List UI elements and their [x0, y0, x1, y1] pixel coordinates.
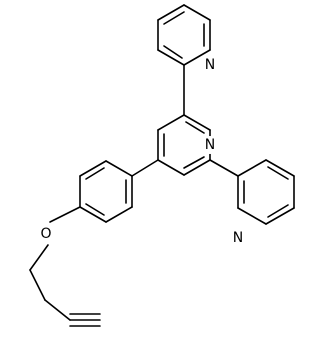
bond [29, 269, 46, 301]
bond [163, 45, 183, 59]
nitrogen-label: N [205, 57, 215, 73]
label-background [201, 56, 219, 74]
atom-o-ether: O [37, 225, 55, 243]
bond [183, 159, 211, 176]
bond [157, 49, 185, 66]
bond [44, 299, 71, 321]
bond [157, 4, 185, 21]
top-pyridine-ring [157, 4, 211, 66]
bond [265, 207, 295, 225]
bond [85, 203, 105, 216]
bond [185, 121, 205, 134]
alkyne-triple-bond [44, 299, 101, 327]
bond [267, 204, 289, 218]
bond [131, 159, 159, 177]
nitrogen-label: N [205, 137, 215, 153]
phenyl-ring [79, 160, 133, 223]
atom-n-right: N [229, 229, 247, 247]
bond [183, 156, 205, 169]
label-background [229, 229, 247, 247]
bond [79, 206, 107, 223]
atom-n-central: N [201, 136, 219, 154]
nitrogen-label: N [233, 230, 243, 246]
bond [29, 244, 49, 271]
right-pyridine-ring [237, 159, 295, 225]
central-pyridine-ring [157, 114, 211, 176]
label-background [37, 225, 55, 243]
bond [183, 49, 211, 66]
bond [105, 206, 133, 223]
atom-n-top: N [201, 56, 219, 74]
bond [267, 166, 289, 180]
bond [163, 11, 185, 25]
bond [49, 206, 81, 223]
bond [183, 114, 211, 131]
bond [157, 114, 185, 131]
bond [105, 160, 133, 177]
oxygen-label: O [40, 226, 51, 242]
bond [209, 159, 239, 177]
bond [157, 159, 185, 176]
bond [85, 167, 105, 180]
label-background [201, 136, 219, 154]
bond [237, 159, 267, 177]
bond [237, 207, 267, 225]
bond [265, 159, 295, 177]
bond [183, 4, 211, 21]
bond [79, 160, 107, 177]
